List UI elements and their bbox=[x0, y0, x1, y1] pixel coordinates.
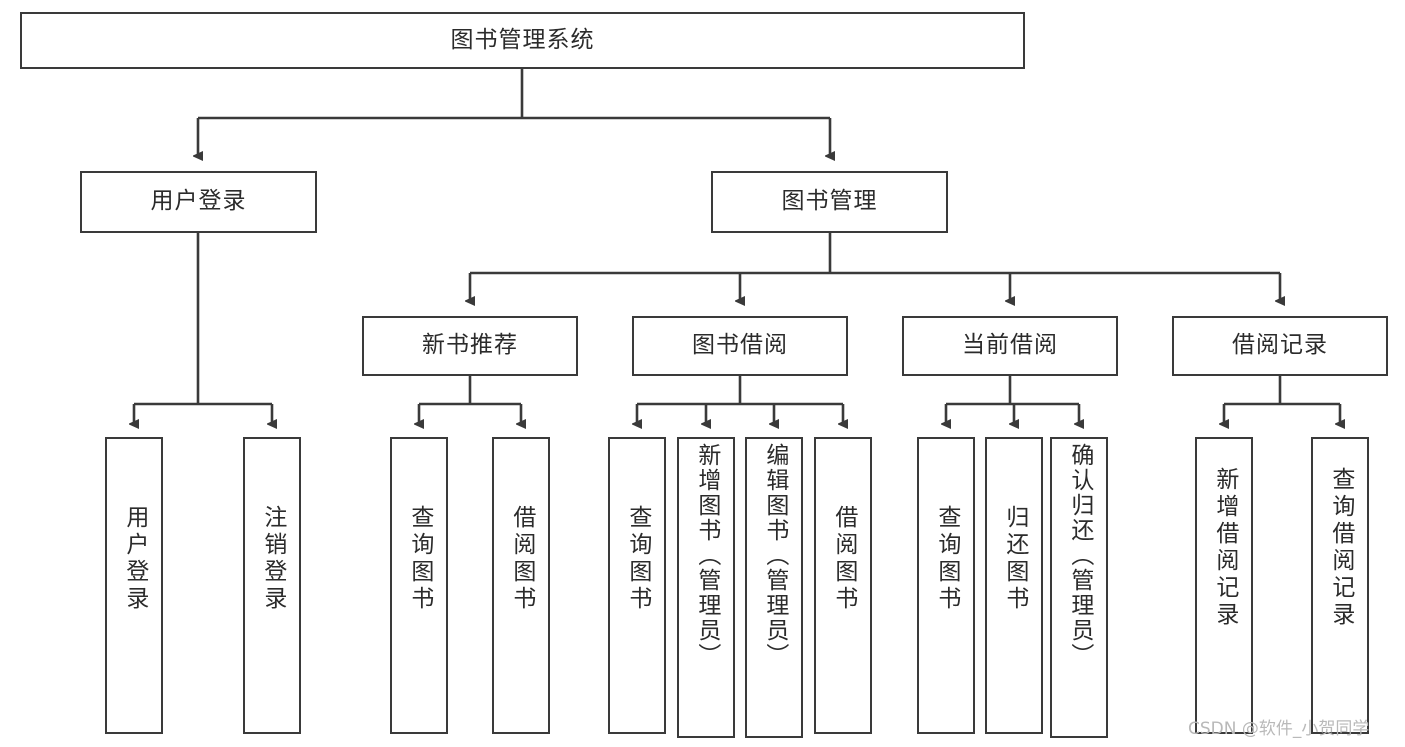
csdn-watermark: CSDN @软件_小贺同学 bbox=[1188, 719, 1370, 739]
node-label: 图书借阅 bbox=[692, 332, 788, 359]
leaf-user-login-login[interactable]: 用户登录 bbox=[105, 437, 163, 734]
node-borrow-record[interactable]: 借阅记录 bbox=[1172, 316, 1388, 376]
leaf-book-borrow-borrow-books[interactable]: 借阅图书 bbox=[814, 437, 872, 734]
node-label: 图书管理系统 bbox=[450, 26, 595, 53]
leaf-book-borrow-query-books[interactable]: 查询图书 bbox=[608, 437, 666, 734]
node-label: 新书推荐 bbox=[422, 332, 518, 359]
node-book-borrow[interactable]: 图书借阅 bbox=[632, 316, 848, 376]
leaf-current-borrow-return-books[interactable]: 归还图书 bbox=[985, 437, 1043, 734]
leaf-new-book-borrow-books[interactable]: 借阅图书 bbox=[492, 437, 550, 734]
node-label: 用户登录 bbox=[150, 188, 247, 215]
node-label: 查询图书 bbox=[624, 505, 651, 613]
leaf-new-book-query-books[interactable]: 查询图书 bbox=[390, 437, 448, 734]
leaf-borrow-record-add-record[interactable]: 新增借阅记录 bbox=[1195, 437, 1253, 734]
node-label: 新增借阅记录 bbox=[1211, 467, 1238, 629]
node-label: 注销登录 bbox=[259, 505, 286, 613]
node-label: 借阅记录 bbox=[1232, 332, 1328, 359]
node-label: 借阅图书 bbox=[508, 505, 535, 613]
node-label: 用户登录 bbox=[121, 505, 148, 613]
node-label: 查询图书 bbox=[406, 505, 433, 613]
leaf-book-borrow-edit-book-admin[interactable]: 编辑图书（管理员） bbox=[745, 437, 803, 738]
leaf-current-borrow-confirm-return-admin[interactable]: 确认归还（管理员） bbox=[1050, 437, 1108, 738]
node-label: 新增图书（管理员） bbox=[693, 443, 720, 668]
node-new-book-recommend[interactable]: 新书推荐 bbox=[362, 316, 578, 376]
node-label: 图书管理 bbox=[781, 188, 878, 215]
node-label: 确认归还（管理员） bbox=[1066, 443, 1093, 668]
node-label: 查询图书 bbox=[933, 505, 960, 613]
node-label: 查询借阅记录 bbox=[1327, 467, 1354, 629]
node-book-management[interactable]: 图书管理 bbox=[711, 171, 948, 233]
leaf-book-borrow-add-book-admin[interactable]: 新增图书（管理员） bbox=[677, 437, 735, 738]
node-user-login[interactable]: 用户登录 bbox=[80, 171, 317, 233]
leaf-user-login-logout[interactable]: 注销登录 bbox=[243, 437, 301, 734]
node-label: 编辑图书（管理员） bbox=[761, 443, 788, 668]
node-root-library-system[interactable]: 图书管理系统 bbox=[20, 12, 1025, 69]
leaf-current-borrow-query-books[interactable]: 查询图书 bbox=[917, 437, 975, 734]
node-current-borrow[interactable]: 当前借阅 bbox=[902, 316, 1118, 376]
node-label: 归还图书 bbox=[1001, 505, 1028, 613]
leaf-borrow-record-query-record[interactable]: 查询借阅记录 bbox=[1311, 437, 1369, 734]
node-label: 当前借阅 bbox=[962, 332, 1058, 359]
node-label: 借阅图书 bbox=[830, 505, 857, 613]
